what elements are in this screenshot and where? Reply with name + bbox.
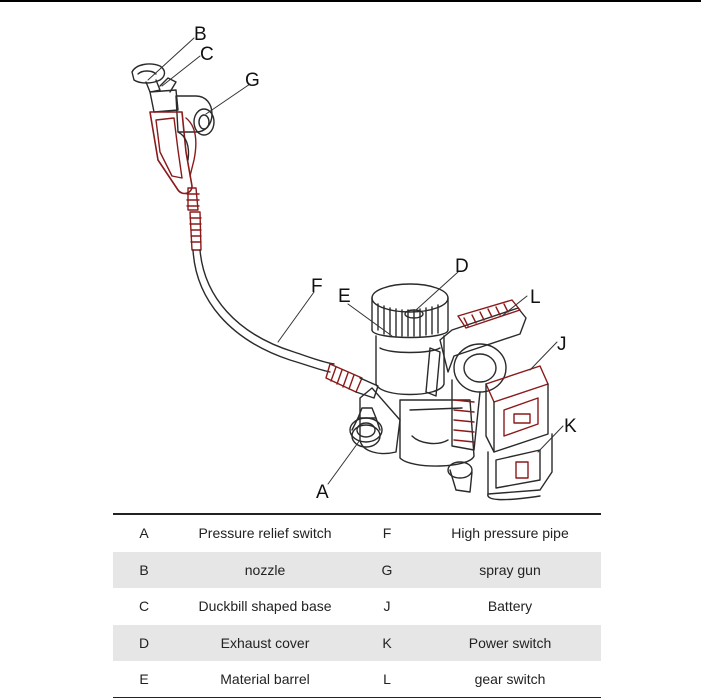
legend-value: High pressure pipe [451, 525, 569, 542]
callout-f: F [311, 276, 323, 297]
parts-legend-table: A Pressure relief switch F High pressure… [113, 515, 601, 698]
callout-c: C [200, 44, 214, 65]
relief-knob-drawing [351, 407, 381, 448]
legend-value: Exhaust cover [175, 624, 355, 661]
callout-g: G [245, 70, 260, 91]
leader-lines [147, 37, 564, 485]
spray-gun-drawing [131, 63, 215, 251]
frame-drawing [425, 299, 527, 451]
barrel-drawing [349, 283, 475, 493]
legend-row: D Exhaust cover K Power switch [113, 624, 601, 661]
legend-value: Power switch [419, 624, 601, 661]
callout-l: L [530, 287, 541, 308]
legend-key: E [139, 671, 149, 688]
legend-value: Battery [487, 598, 533, 615]
legend-row: C Duckbill shaped base J Battery [113, 588, 601, 625]
callout-b: B [194, 24, 207, 45]
callout-a: A [316, 482, 329, 503]
legend-row: E Material barrel L gear switch [113, 661, 601, 698]
legend-key: C [138, 598, 150, 615]
sprayer-diagram: B C G D E F L J K A [131, 24, 577, 503]
legend-bottom-rule [113, 697, 601, 698]
legend-top-rule [113, 513, 601, 515]
legend-key: A [139, 525, 149, 542]
legend-value: nozzle [175, 551, 355, 588]
legend-value: spray gun [419, 551, 601, 588]
battery-drawing [485, 365, 553, 501]
legend-key: L [383, 671, 391, 688]
callout-k: K [564, 416, 577, 437]
legend-key: B [113, 551, 175, 588]
legend-key: F [382, 525, 392, 542]
callout-e: E [338, 286, 351, 307]
legend-value: Material barrel [220, 671, 310, 688]
legend-value: gear switch [474, 671, 546, 688]
legend-key: J [383, 598, 391, 615]
legend-row: A Pressure relief switch F High pressure… [113, 515, 601, 552]
callout-d: D [455, 256, 469, 277]
legend-key: D [113, 624, 175, 661]
top-border [0, 0, 701, 2]
hose-drawing [192, 249, 379, 399]
legend-value: Pressure relief switch [198, 525, 332, 542]
legend-value: Duckbill shaped base [198, 598, 332, 615]
legend-key: K [355, 624, 419, 661]
legend-key: G [355, 551, 419, 588]
legend-row: B nozzle G spray gun [113, 551, 601, 588]
callout-j: J [557, 334, 567, 355]
